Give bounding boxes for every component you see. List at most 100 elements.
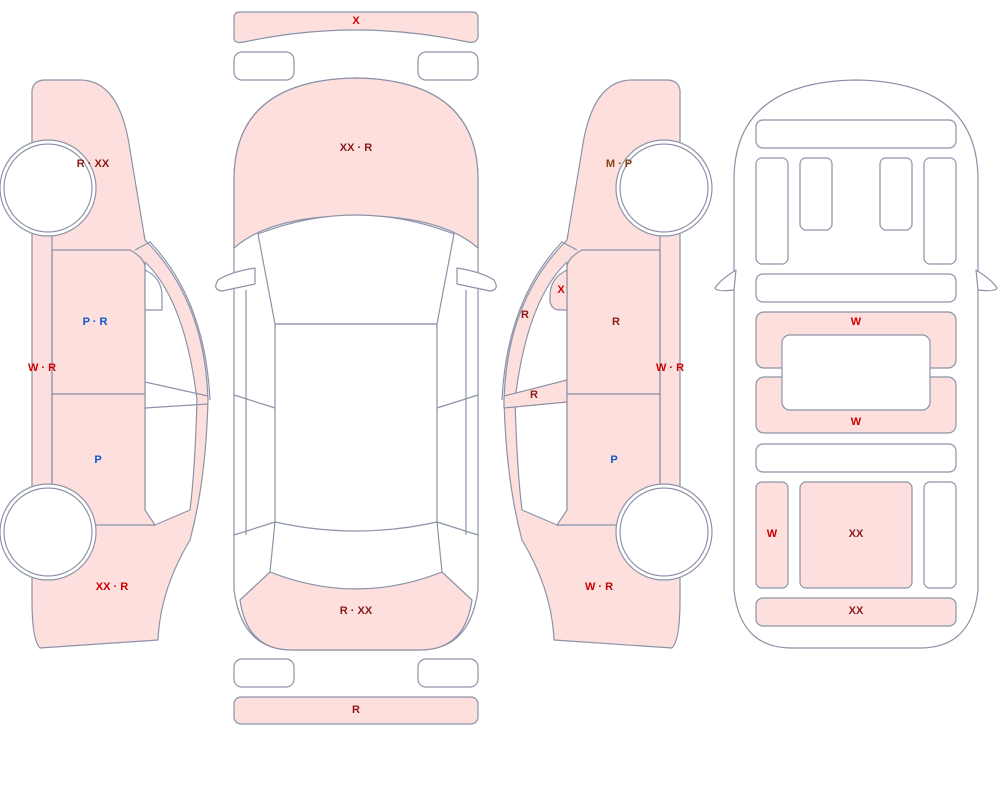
underbody-rear-panel[interactable]	[755, 597, 957, 627]
right-a-pillar	[501, 241, 578, 401]
damage-code: W	[767, 528, 778, 540]
top-right-mirror[interactable]	[456, 267, 497, 292]
damage-code: XX	[358, 605, 373, 617]
damage-label: XX · R	[96, 581, 128, 593]
damage-code: XX	[340, 142, 355, 154]
top-left-taillight	[233, 658, 295, 688]
damage-code: W	[851, 316, 862, 328]
code-separator: ·	[615, 158, 625, 170]
damage-code: XX	[849, 605, 864, 617]
underbody-center-tunnel	[781, 334, 931, 411]
top-left-headlight	[233, 51, 295, 81]
left-front-wheel	[3, 143, 93, 233]
top-windshield	[257, 214, 455, 325]
top-rear-window	[269, 521, 443, 590]
damage-label: W	[767, 528, 778, 540]
damage-code: P	[83, 316, 90, 328]
left-door-handle[interactable]	[144, 269, 163, 311]
damage-code: P	[94, 454, 101, 466]
damage-label: W · R	[28, 362, 56, 374]
damage-label: W · R	[585, 581, 613, 593]
damage-label: R	[612, 316, 620, 328]
code-separator: ·	[38, 362, 48, 374]
damage-code: R	[99, 316, 107, 328]
top-trunk[interactable]	[239, 571, 473, 651]
underbody-front-left-rail	[755, 157, 789, 265]
damage-code: XX	[849, 528, 864, 540]
right-side-view	[501, 79, 713, 649]
right-front-wheel	[619, 143, 709, 233]
right-mirror[interactable]	[549, 269, 568, 311]
damage-label: R	[530, 389, 538, 401]
underbody-left-rail[interactable]	[755, 481, 789, 589]
damage-label: M · P	[606, 158, 632, 170]
damage-label: XX · R	[340, 142, 372, 154]
damage-code: XX	[95, 158, 110, 170]
damage-label: P	[94, 454, 101, 466]
underbody-mid-panel	[755, 443, 957, 473]
top-rear-bumper[interactable]	[233, 696, 479, 725]
right-front-door[interactable]	[566, 249, 661, 395]
left-a-pillar	[134, 241, 211, 401]
damage-code: XX	[96, 581, 111, 593]
damage-code: P	[610, 454, 617, 466]
damage-code: R	[676, 362, 684, 374]
damage-code: W	[656, 362, 667, 374]
code-separator: ·	[666, 362, 676, 374]
damage-labels: R · XX P · R W · R P XX · R X XX · R R ·…	[28, 15, 864, 716]
damage-code: R	[120, 581, 128, 593]
damage-code: W	[585, 581, 596, 593]
damage-code: P	[625, 158, 632, 170]
left-rear-wheel	[3, 487, 93, 577]
underbody-front-right-inner	[879, 157, 913, 231]
underbody-right-rail	[923, 481, 957, 589]
damage-label: R	[521, 309, 529, 321]
code-separator: ·	[110, 581, 120, 593]
damage-code: R	[48, 362, 56, 374]
damage-code: R	[77, 158, 85, 170]
left-side-view	[0, 79, 211, 649]
code-separator: ·	[348, 605, 358, 617]
underbody-front-subframe	[755, 273, 957, 303]
damage-code: X	[557, 284, 565, 296]
top-roof	[274, 323, 438, 533]
left-window-area	[144, 261, 198, 526]
damage-code: M	[606, 158, 615, 170]
left-front-door[interactable]	[51, 249, 146, 395]
top-front-bumper[interactable]	[233, 11, 479, 44]
top-right-taillight	[417, 658, 479, 688]
damage-label: R · XX	[77, 158, 110, 170]
code-separator: ·	[354, 142, 364, 154]
damage-code: X	[352, 15, 360, 27]
underbody-right-mirror	[975, 269, 998, 292]
damage-code: W	[851, 416, 862, 428]
code-separator: ·	[595, 581, 605, 593]
damage-label: X	[557, 284, 565, 296]
damage-code: R	[352, 704, 360, 716]
damage-code: W	[28, 362, 39, 374]
code-separator: ·	[90, 316, 100, 328]
underbody-left-mirror	[714, 269, 737, 292]
damage-code: R	[605, 581, 613, 593]
top-left-mirror[interactable]	[215, 267, 256, 292]
damage-label: P	[610, 454, 617, 466]
damage-code: R	[340, 605, 348, 617]
damage-label: X	[352, 15, 360, 27]
damage-label: W	[851, 316, 862, 328]
code-separator: ·	[85, 158, 95, 170]
damage-label: W	[851, 416, 862, 428]
underbody-front-panel	[755, 119, 957, 149]
damage-code: R	[612, 316, 620, 328]
damage-label: W · R	[656, 362, 684, 374]
top-view	[215, 11, 497, 725]
underbody-center-floor[interactable]	[799, 481, 913, 589]
right-rear-wheel	[619, 487, 709, 577]
damage-code: R	[521, 309, 529, 321]
underbody-front-left-inner	[799, 157, 833, 231]
damage-label: P · R	[83, 316, 108, 328]
damage-label: XX	[849, 528, 864, 540]
damage-code: R	[364, 142, 372, 154]
underbody-front-right-rail	[923, 157, 957, 265]
top-right-headlight	[417, 51, 479, 81]
